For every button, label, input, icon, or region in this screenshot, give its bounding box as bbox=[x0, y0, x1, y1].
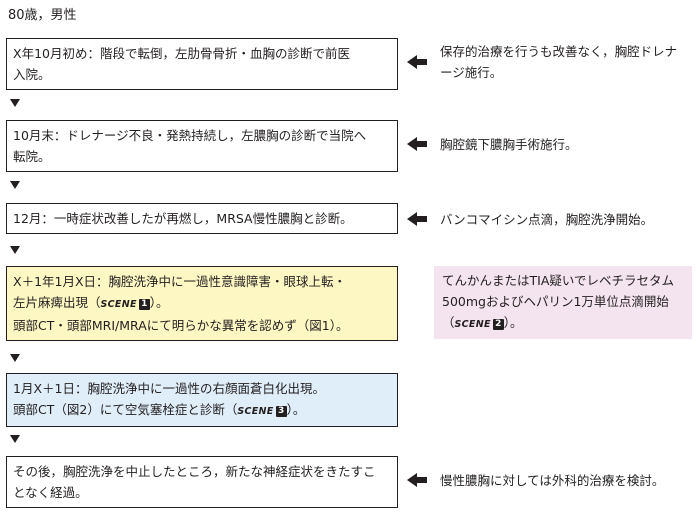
event-4-note-line-2: 500mgおよびヘパリン1万単位点滴開始 bbox=[442, 294, 669, 309]
left-arrow-icon bbox=[407, 212, 427, 226]
scene-label: SCENE bbox=[454, 319, 491, 330]
scene-label: SCENE bbox=[237, 406, 274, 417]
down-triangle-icon bbox=[10, 354, 20, 362]
event-box-5: 1月X＋1日：胸腔洗浄中に一過性の右顔面蒼白化出現。 頭部CT（図2）にて空気塞… bbox=[6, 373, 398, 427]
down-triangle-icon bbox=[10, 99, 20, 107]
event-6-line-2: となく経過。 bbox=[13, 485, 88, 500]
event-box-6: その後，胸腔洗浄を中止したところ，新たな神経症状をきたすこ となく経過。 bbox=[6, 456, 398, 508]
event-1-note-line-1: 保存的治療を行うも改善なく，胸腔ドレナ bbox=[440, 44, 678, 59]
event-2-note: 胸腔鏡下膿胸手術施行。 bbox=[440, 137, 578, 152]
scene-number-badge: 2 bbox=[492, 319, 504, 330]
event-4-line-2-pre: 左片麻痺出現（ bbox=[13, 295, 101, 310]
event-1-note-line-2: ージ施行。 bbox=[440, 65, 503, 80]
event-1-line-1: X年10月初め：階段で転倒，左肋骨骨折・血胸の診断で前医 bbox=[13, 46, 350, 61]
scene-number-badge: 3 bbox=[275, 406, 287, 417]
event-3-note: バンコマイシン点滴，胸腔洗浄開始。 bbox=[440, 212, 654, 227]
down-triangle-icon bbox=[10, 181, 20, 189]
case-heading: 80歳，男性 bbox=[8, 8, 77, 23]
event-2-line-2: 転院。 bbox=[13, 149, 51, 164]
event-2-line-1: 10月末：ドレナージ不良・発熱持続し，左膿胸の診断で当院へ bbox=[13, 128, 367, 143]
scene-number-badge: 1 bbox=[138, 299, 150, 310]
event-5-line-1: 1月X＋1日：胸腔洗浄中に一過性の右顔面蒼白化出現。 bbox=[13, 381, 325, 396]
down-triangle-icon bbox=[10, 435, 20, 443]
event-4-note-pre: （ bbox=[442, 315, 455, 330]
left-arrow-icon bbox=[407, 55, 427, 69]
event-5-line-2-post: ）。 bbox=[286, 402, 306, 417]
event-box-2: 10月末：ドレナージ不良・発熱持続し，左膿胸の診断で当院へ 転院。 bbox=[6, 120, 398, 172]
left-arrow-icon bbox=[407, 137, 427, 151]
event-4-note-line-1: てんかんまたはTIA疑いでレベチラセタム bbox=[442, 273, 674, 288]
event-box-4: X＋1年1月X日：胸腔洗浄中に一過性意識障害・眼球上転・ 左片麻痺出現（SCEN… bbox=[6, 266, 398, 341]
event-4-line-3: 頭部CT・頭部MRI/MRAにて明らかな異常を認めず（図1）。 bbox=[13, 318, 349, 333]
event-6-note: 慢性膿胸に対しては外科的治療を検討。 bbox=[440, 473, 665, 488]
event-box-1: X年10月初め：階段で転倒，左肋骨骨折・血胸の診断で前医 入院。 bbox=[6, 38, 398, 90]
event-1-line-2: 入院。 bbox=[13, 67, 51, 82]
event-4-line-2-post: ）。 bbox=[149, 295, 169, 310]
event-4-note: てんかんまたはTIA疑いでレベチラセタム 500mgおよびヘパリン1万単位点滴開… bbox=[434, 266, 692, 339]
event-3-line-1: 12月：一時症状改善したが再燃し，MRSA慢性膿胸と診断。 bbox=[13, 211, 353, 226]
down-triangle-icon bbox=[10, 246, 20, 254]
left-arrow-icon bbox=[407, 473, 427, 487]
event-6-line-1: その後，胸腔洗浄を中止したところ，新たな神経症状をきたすこ bbox=[13, 464, 376, 479]
event-5-line-2-pre: 頭部CT（図2）にて空気塞栓症と診断（ bbox=[13, 402, 238, 417]
event-4-line-1: X＋1年1月X日：胸腔洗浄中に一過性意識障害・眼球上転・ bbox=[13, 274, 347, 289]
event-box-3: 12月：一時症状改善したが再燃し，MRSA慢性膿胸と診断。 bbox=[6, 203, 398, 234]
event-4-note-post: ）。 bbox=[503, 315, 523, 330]
scene-label: SCENE bbox=[100, 299, 137, 310]
event-1-note: 保存的治療を行うも改善なく，胸腔ドレナ ージ施行。 bbox=[440, 41, 692, 83]
